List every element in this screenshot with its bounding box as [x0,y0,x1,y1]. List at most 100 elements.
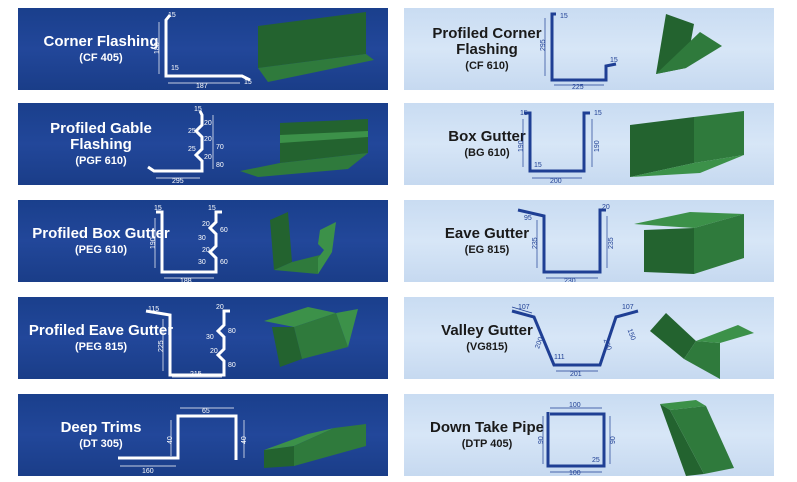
profile-line [147,110,204,173]
product-code: (VG815) [466,340,508,353]
dim-label: 115 [148,306,159,313]
profile-drawing: 15 295 20 25 20 25 20 70 80 [147,106,368,185]
product-code: (EG 815) [464,243,510,256]
dim-label: 188 [154,42,161,54]
product-3d-render [656,14,722,74]
dim-label: 25 [188,128,196,135]
product-3d-render [240,119,368,177]
dim-label: 100 [569,470,581,476]
dim-label: 70 [216,144,224,151]
dim-label: 235 [532,237,539,249]
product-3d-render [630,111,744,177]
product-3d-render [258,12,374,82]
profile-drawing: 115 225 215 20 30 20 80 80 [145,304,358,378]
dim-label: 15 [520,110,528,117]
profile-line [546,412,606,468]
product-code: (PGF 610) [75,154,127,167]
dim-label: 20 [602,204,610,211]
profile-line [118,414,238,460]
dim-label: 40 [241,436,248,444]
dim-label: 60 [220,227,228,234]
dim-label: 20 [202,221,210,228]
product-card-profiled-box-gutter: Profiled Box Gutter (PEG 610) 15 190 188… [18,200,388,282]
product-card-corner-flashing: Corner Flashing (CF 405) 15 188 187 15 1… [18,8,388,90]
product-3d-render [270,212,336,274]
product-title: Deep Trims (DT 305) [26,394,176,476]
product-title: Box Gutter (BG 610) [412,103,562,185]
dim-label: 190 [150,237,157,249]
dim-label: 190 [518,140,525,152]
profile-line [524,111,590,173]
dim-label: 200 [534,336,545,349]
dim-label: 40 [167,436,174,444]
product-card-down-take-pipe: Down Take Pipe (DTP 405) 100 90 90 100 2… [404,394,774,476]
product-name: Profiled Corner Flashing [432,24,542,58]
dim-label: 65 [202,408,210,415]
dim-label: 15 [244,79,252,86]
profile-drawing: 65 40 160 40 [118,407,366,475]
dim-label: 25 [188,146,196,153]
dim-label: 90 [538,436,545,444]
product-card-profiled-corner-flashing: Profiled Corner Flashing (CF 610) 15 295… [404,8,774,90]
dim-label: 188 [180,278,192,282]
dim-label: 25 [592,457,600,464]
dim-label: 215 [190,371,202,378]
product-code: (DTP 405) [461,437,513,450]
dim-label: 15 [171,65,179,72]
dim-label: 15 [534,162,542,169]
dim-label: 111 [554,354,565,361]
dim-label: 100 [569,402,581,409]
product-card-profiled-gable-flashing: Profiled Gable Flashing (PGF 610) 15 295… [18,103,388,185]
profile-line [550,12,617,82]
product-card-valley-gutter: Valley Gutter (VG815) 107 200 111 201 20… [404,297,774,379]
dim-label: 20 [204,120,212,127]
dim-label: 95 [524,215,532,222]
dim-label: 30 [198,235,206,242]
dim-label: 107 [518,304,530,311]
product-3d-render [650,313,754,379]
dim-label: 15 [154,205,162,212]
profile-line [156,210,222,274]
dim-label: 15 [194,106,202,113]
dim-label: 295 [540,39,547,51]
dim-label: 80 [216,162,224,169]
profile-drawing: 15 188 187 15 15 [154,12,374,90]
dim-label: 20 [216,304,224,311]
dim-label: 190 [594,140,601,152]
dim-label: 20 [204,154,212,161]
product-title: Valley Gutter (VG815) [412,297,562,379]
dim-label: 15 [168,12,176,19]
profile-drawing: 100 90 90 100 25 [538,400,734,476]
product-code: (CF 610) [465,59,509,72]
profile-line [164,14,251,82]
profile-drawing: 15 190 188 15 20 30 20 30 60 60 [150,205,336,282]
profile-line [517,208,606,274]
dim-label: 107 [622,304,634,311]
dim-label: 15 [208,205,216,212]
product-title: Profiled Gable Flashing (PGF 610) [26,103,176,185]
dim-label: 201 [570,371,582,378]
dim-label: 235 [608,237,615,249]
profile-drawing: 15 190 200 190 15 15 [518,110,744,185]
product-name: Corner Flashing [43,32,159,50]
dim-label: 230 [564,278,576,282]
product-title: Profiled Box Gutter (PEG 610) [26,200,176,282]
profile-drawing: 95 235 230 235 20 [517,204,744,282]
product-3d-render [634,212,744,274]
dim-label: 80 [228,328,236,335]
dim-label: 90 [610,436,617,444]
profile-line [145,309,230,377]
product-name: Box Gutter [448,127,526,145]
product-code: (CF 405) [79,51,123,64]
product-name: Deep Trims [60,418,142,436]
dim-label: 80 [228,362,236,369]
product-name: Profiled Gable Flashing [50,119,152,153]
dim-label: 15 [560,13,568,20]
product-name: Profiled Box Gutter [32,224,170,242]
dim-label: 30 [198,259,206,266]
profile-line [511,309,639,367]
dim-label: 15 [594,110,602,117]
product-title: Eave Gutter (EG 815) [412,200,562,282]
dim-label: 200 [602,338,613,351]
profile-drawing: 15 295 225 15 [540,12,722,90]
